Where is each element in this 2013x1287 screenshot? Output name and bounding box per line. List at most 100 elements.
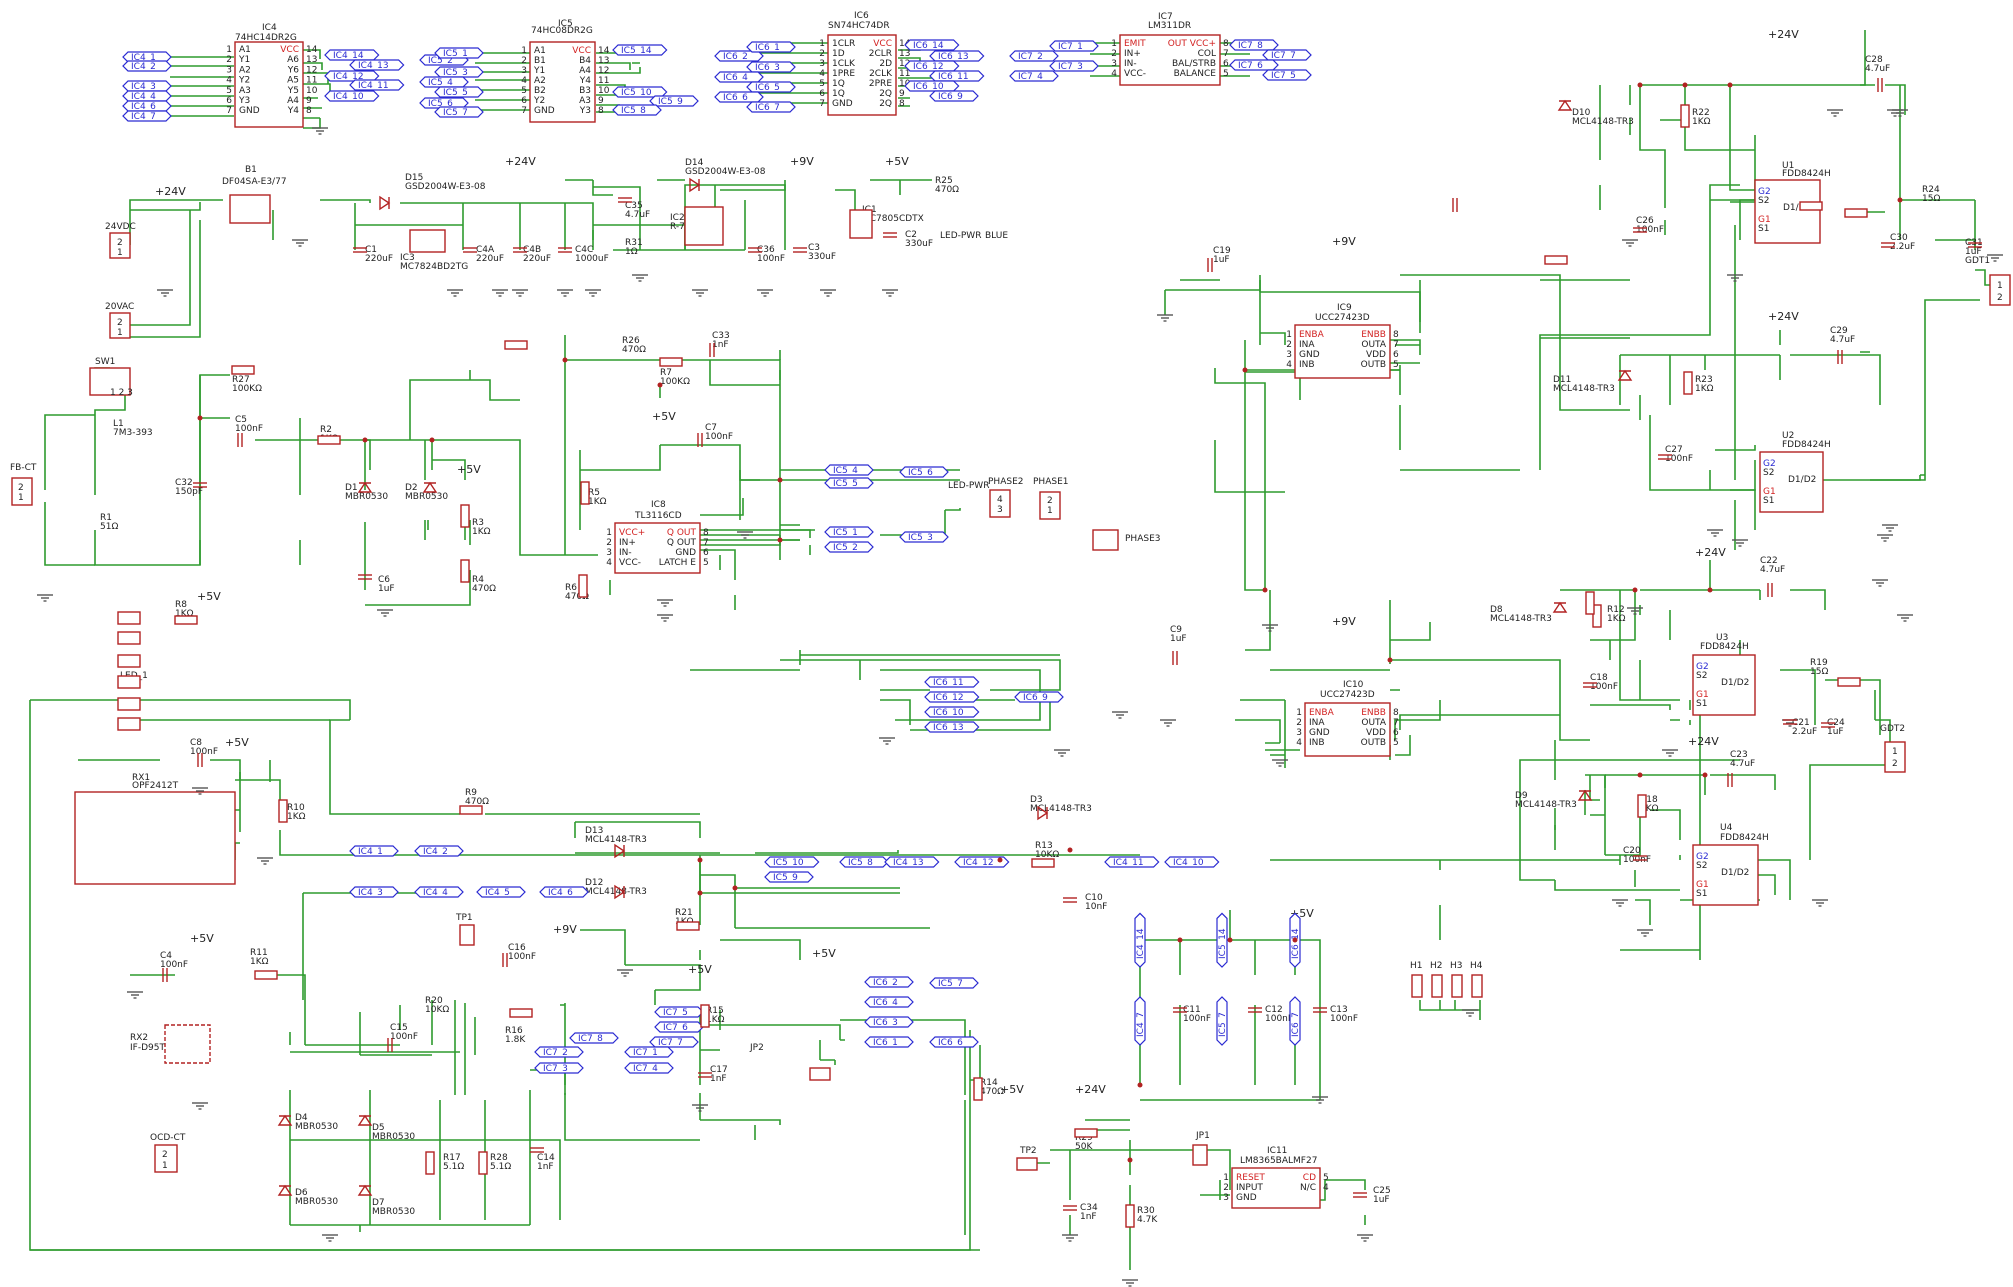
part-value: 1KΩ <box>1607 614 1626 624</box>
ic4-part: 74HC14DR2G <box>235 33 297 43</box>
pin-number: 3 <box>226 65 232 75</box>
rail-label: +5V <box>1000 1083 1024 1096</box>
part-refdes: C33 <box>712 331 730 341</box>
junction-dot <box>697 857 703 863</box>
connector-24vdc <box>109 232 131 259</box>
junction-dot <box>1682 82 1688 88</box>
resistor-symbol <box>580 481 590 505</box>
connector-label: H3 <box>1450 961 1463 971</box>
junction-dot <box>1387 657 1393 663</box>
net-flag: IC5_14 <box>1216 912 1228 968</box>
resistor-symbol <box>509 1008 533 1018</box>
ic8-body <box>614 522 701 574</box>
net-label: IC4_4 <box>131 92 156 102</box>
junction-dot <box>1727 82 1733 88</box>
pin-number: 3 <box>819 59 825 69</box>
part-value: 100nF <box>235 424 263 434</box>
pin-name: Y4 <box>579 76 591 86</box>
pin-name: Y1 <box>238 55 250 65</box>
pin-name: VCC <box>873 39 892 49</box>
part-refdes: C23 <box>1730 750 1748 760</box>
net-label: IC7_6 <box>663 1023 688 1033</box>
part-value: 470Ω <box>980 1087 1004 1097</box>
net-label: IC7_3 <box>543 1064 568 1074</box>
ic2-body <box>684 206 724 246</box>
part-value: MBR0530 <box>372 1132 415 1142</box>
connector-label: LED-PWR <box>940 231 981 241</box>
ground-icon <box>446 289 464 297</box>
part-value: MCL4148-TR3 <box>585 887 647 897</box>
ground-icon <box>556 289 574 297</box>
part-value: 50K <box>1075 1142 1093 1152</box>
pin-name: COL <box>1198 49 1216 59</box>
u4-part: FDD8424H <box>1720 833 1769 843</box>
resistor-symbol <box>459 805 483 815</box>
pin-number: 11 <box>306 76 317 86</box>
net-label: IC6_11 <box>933 678 964 688</box>
net-flag <box>434 47 484 59</box>
part-refdes: C12 <box>1265 1005 1283 1015</box>
svg-text:1: 1 <box>117 248 123 258</box>
connector-label: PHASE1 <box>1033 477 1068 487</box>
part-value: 1uF <box>378 584 395 594</box>
part-value: MBR0530 <box>295 1197 338 1207</box>
ground-icon <box>878 737 896 745</box>
diode-symbol <box>379 195 391 211</box>
net-label: IC6_12 <box>933 693 964 703</box>
pin-number: 5 <box>703 558 709 568</box>
net-label: IC5_10 <box>621 88 652 98</box>
tp1-body <box>459 924 475 946</box>
pin-name: OUTB <box>1361 738 1386 748</box>
resistor-symbol <box>1799 201 1823 211</box>
net-label: IC6_1 <box>755 43 780 53</box>
pin-number: 6 <box>1223 59 1229 69</box>
pin-name: EMIT <box>1124 39 1146 49</box>
ic7-body <box>1119 34 1221 86</box>
part-value: 1000uF <box>575 254 609 264</box>
part-refdes: R25 <box>935 176 953 186</box>
net-flag <box>864 976 914 988</box>
part-refdes: C1 <box>365 245 377 255</box>
pin-name: D1/D2 <box>1721 678 1749 688</box>
pin-name: LATCH E <box>659 558 697 568</box>
resistor-symbol <box>1637 794 1647 818</box>
pin-name: A1 <box>534 46 546 56</box>
led1-pin <box>117 717 141 731</box>
junction-dot <box>1177 937 1183 943</box>
part-refdes: C9 <box>1170 625 1182 635</box>
part-value: 1nF <box>710 1074 727 1084</box>
net-label: IC6_2 <box>873 978 898 988</box>
pin-name: D1/D2 <box>1788 475 1816 485</box>
pin-name: G2 <box>1696 662 1709 672</box>
svg-text:2: 2 <box>117 318 123 328</box>
connector-ocdct <box>154 1144 178 1173</box>
pin-number: 4 <box>1296 738 1302 748</box>
ground-icon <box>1356 1234 1374 1242</box>
net-flag <box>899 531 949 543</box>
net-label: IC6_4 <box>723 73 748 83</box>
rail-label: +9V <box>790 155 814 168</box>
pin-number: 13 <box>899 49 910 59</box>
diode-symbol <box>614 843 626 859</box>
pin-number: 6 <box>819 89 825 99</box>
diode-symbol <box>357 481 373 493</box>
pin-number: 9 <box>306 96 312 106</box>
part-refdes: R14 <box>980 1078 998 1088</box>
net-label: IC5_6 <box>908 468 933 478</box>
part-refdes: R8 <box>175 600 187 610</box>
pin-name: Q OUT <box>667 528 697 538</box>
pin-number: 7 <box>226 106 232 116</box>
net-label: IC4_1 <box>358 847 383 857</box>
net-flag <box>839 856 889 868</box>
part-refdes: C21 <box>1792 718 1810 728</box>
connector-phase3 <box>1092 529 1119 551</box>
pin-number: 4 <box>1323 1183 1329 1193</box>
ground-icon <box>1876 534 1894 542</box>
rail-label: +24V <box>1768 28 1799 41</box>
resistor-symbol <box>1844 208 1868 218</box>
pin-name: 1Q <box>832 89 845 99</box>
resistor-symbol <box>460 559 470 583</box>
part-refdes: C14 <box>537 1153 555 1163</box>
net-label: IC6_1 <box>873 1038 898 1048</box>
svg-text:2: 2 <box>162 1150 168 1160</box>
